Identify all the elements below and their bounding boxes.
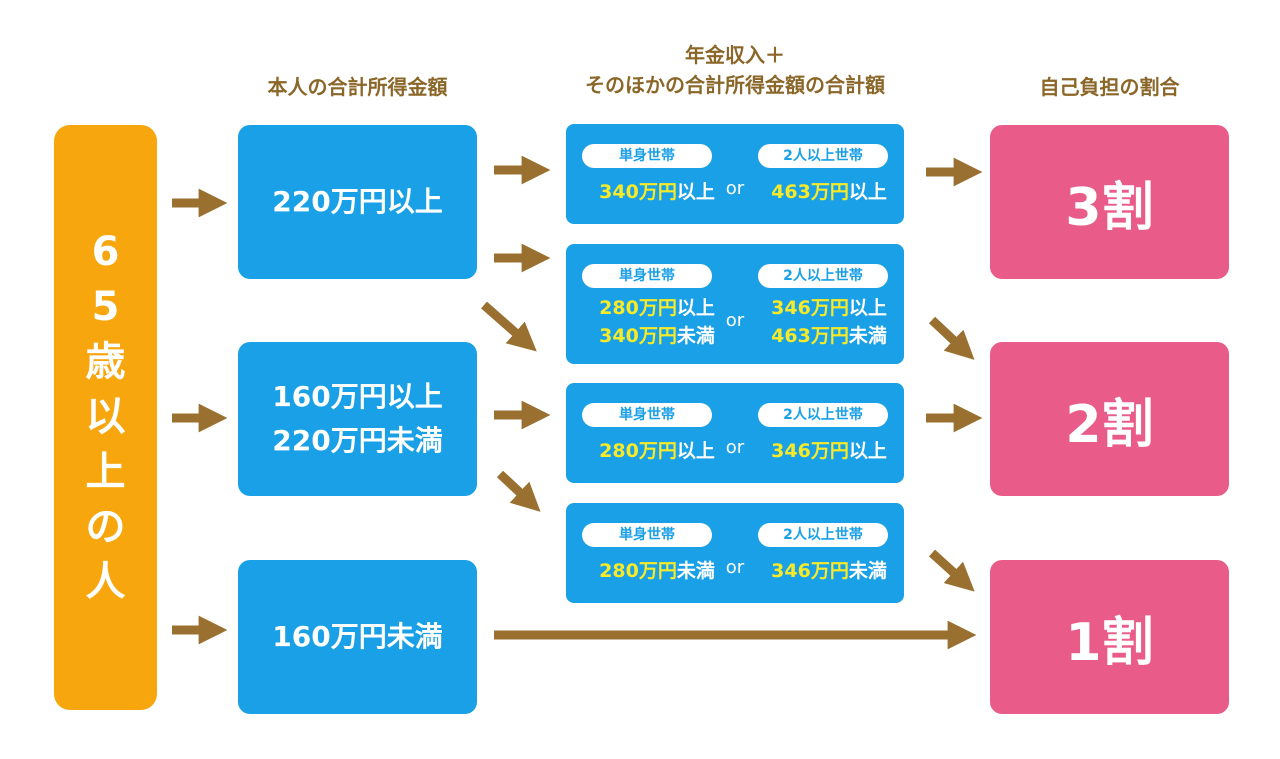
amount: 346万円 — [771, 560, 849, 582]
income-box-220-plus: 220万円以上 — [238, 125, 477, 279]
arrow-income1-to-cond2-diag — [481, 301, 537, 352]
multi-household-values: 346万円以上 — [744, 437, 914, 465]
condition-box-3: 単身世帯 2人以上世帯 280万円以上 or 346万円以上 — [566, 383, 904, 483]
single-household-label: 単身世帯 — [582, 144, 712, 168]
income-box-line1: 160万円未満 — [272, 620, 443, 653]
amount: 340万円 — [599, 181, 677, 203]
result-label: 3割 — [1065, 177, 1154, 238]
or-label: or — [725, 178, 745, 199]
result-box-3: 3割 — [990, 125, 1229, 279]
single-household-values: 280万円未満 — [572, 557, 742, 585]
multi-household-values: 346万円以上 463万円未満 — [744, 294, 914, 350]
arrow-cond2-to-result2-diag — [928, 316, 975, 360]
amount-suffix: 以上 — [676, 181, 715, 203]
result-box-1: 1割 — [990, 560, 1229, 714]
header-ratio: 自己負担の割合 — [1039, 75, 1180, 99]
amount: 340万円 — [599, 325, 677, 347]
single-household-label: 単身世帯 — [582, 264, 712, 288]
income-box-line1: 160万円以上 — [272, 380, 443, 413]
header-combined-line2: そのほかの合計所得金額の合計額 — [585, 73, 885, 97]
amount: 280万円 — [599, 297, 677, 319]
amount-suffix: 未満 — [676, 325, 715, 347]
amount-suffix: 未満 — [848, 560, 887, 582]
result-label: 1割 — [1065, 612, 1154, 673]
condition-box-1: 単身世帯 2人以上世帯 340万円以上 or 463万円以上 — [566, 124, 904, 224]
single-household-values: 280万円以上 340万円未満 — [572, 294, 742, 350]
header-income: 本人の合計所得金額 — [267, 75, 448, 99]
condition-box-2: 単身世帯 2人以上世帯 280万円以上 340万円未満 or 346万円以上 4… — [566, 244, 904, 364]
amount-suffix: 以上 — [676, 440, 715, 462]
single-household-values: 280万円以上 — [572, 437, 742, 465]
result-label: 2割 — [1065, 394, 1154, 455]
result-box-2: 2割 — [990, 342, 1229, 496]
amount: 280万円 — [599, 440, 677, 462]
header-combined: 年金収入＋ そのほかの合計所得金額の合計額 — [520, 40, 950, 100]
income-box-160-220: 160万円以上 220万円未満 — [238, 342, 477, 496]
age-label: 65歳以上の人 — [85, 229, 126, 605]
or-label: or — [725, 310, 745, 331]
income-box-line1: 220万円以上 — [272, 185, 443, 218]
income-box-line2: 220万円未満 — [272, 424, 443, 457]
single-household-values: 340万円以上 — [572, 178, 742, 206]
amount-suffix: 以上 — [848, 181, 887, 203]
amount: 346万円 — [771, 440, 849, 462]
amount-suffix: 以上 — [848, 297, 887, 319]
amount-suffix: 未満 — [676, 560, 715, 582]
amount-suffix: 以上 — [676, 297, 715, 319]
or-label: or — [725, 437, 745, 458]
arrow-income2-to-cond4-diag — [496, 470, 541, 512]
age-box: 65歳以上の人 — [54, 125, 157, 710]
multi-household-values: 346万円未満 — [744, 557, 914, 585]
multi-household-label: 2人以上世帯 — [758, 523, 888, 547]
amount: 346万円 — [771, 297, 849, 319]
header-combined-line1: 年金収入＋ — [685, 43, 785, 67]
single-household-label: 単身世帯 — [582, 403, 712, 427]
single-household-label: 単身世帯 — [582, 523, 712, 547]
amount: 463万円 — [771, 181, 849, 203]
income-box-160-under: 160万円未満 — [238, 560, 477, 714]
amount: 280万円 — [599, 560, 677, 582]
multi-household-label: 2人以上世帯 — [758, 144, 888, 168]
multi-household-label: 2人以上世帯 — [758, 264, 888, 288]
arrow-cond4-to-result1-diag — [928, 549, 975, 592]
condition-box-4: 単身世帯 2人以上世帯 280万円未満 or 346万円未満 — [566, 503, 904, 603]
multi-household-values: 463万円以上 — [744, 178, 914, 206]
multi-household-label: 2人以上世帯 — [758, 403, 888, 427]
amount-suffix: 未満 — [848, 325, 887, 347]
amount-suffix: 以上 — [848, 440, 887, 462]
amount: 463万円 — [771, 325, 849, 347]
or-label: or — [725, 557, 745, 578]
